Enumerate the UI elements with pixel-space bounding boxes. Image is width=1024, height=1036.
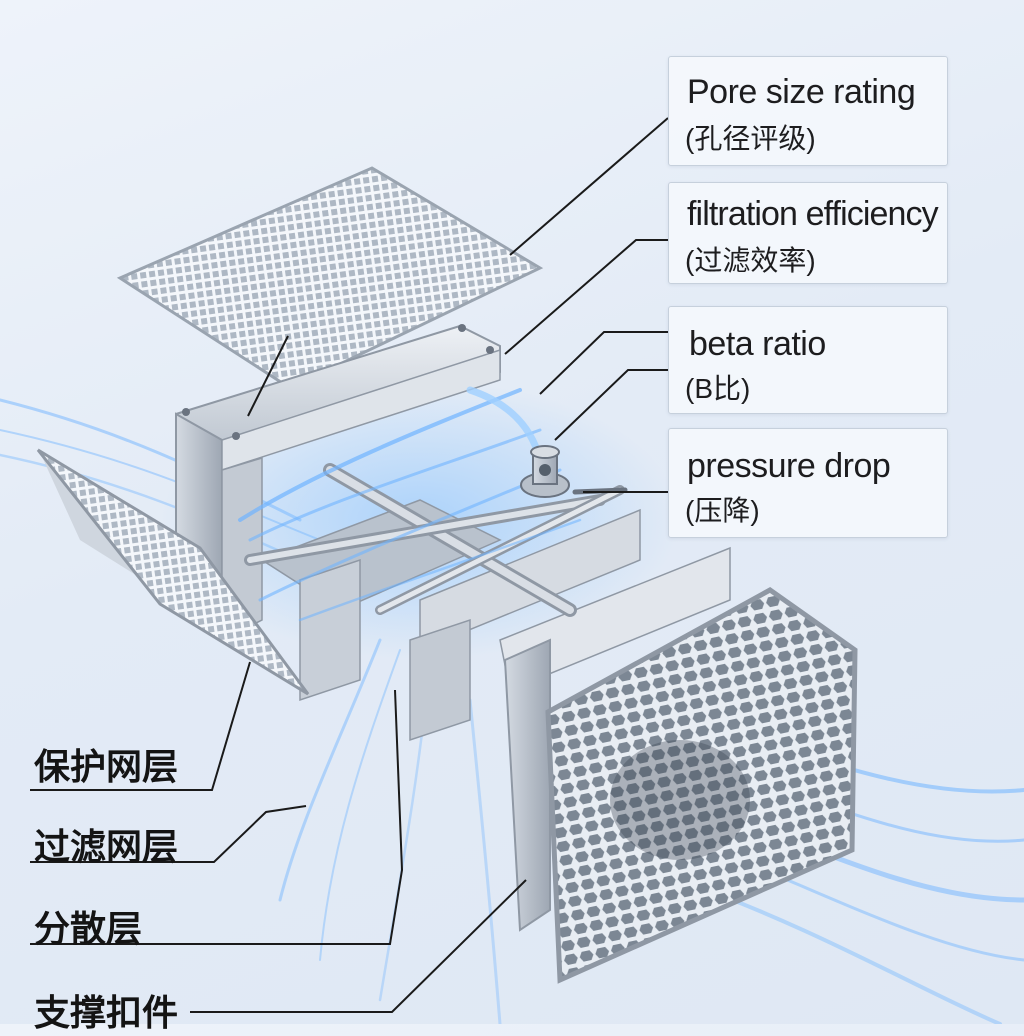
internal-pipes [238,386,625,622]
callout-subtitle: (B比) [685,373,751,404]
callout-beta-ratio: beta ratio (B比) [668,306,948,414]
layer-label-support-clip: 支撑扣件 [34,992,179,1033]
right-mesh-panel [545,587,858,984]
layer-label-dispersion-layer: 分散层 [34,908,143,949]
callout-title: beta ratio [689,325,826,363]
layer-label-filter-mesh: 过滤网层 [34,826,179,867]
callout-subtitle: (孔径评级) [685,123,816,154]
top-mesh-panel [116,166,544,390]
callout-title: filtration efficiency [687,195,939,233]
left-mesh-panel [36,448,310,696]
layer-label-protective-mesh: 保护网层 [34,746,179,787]
pressure-valve [520,445,628,498]
callout-subtitle: (压降) [685,495,760,526]
callout-title: Pore size rating [687,73,916,111]
callout-filtration-efficiency: filtration efficiency (过滤效率) [668,182,948,284]
callout-pore-size-rating: Pore size rating (孔径评级) [668,56,948,166]
callout-subtitle: (过滤效率) [685,245,816,276]
leader-lines [30,117,669,1013]
callout-title: pressure drop [687,447,891,485]
callout-pressure-drop: pressure drop (压降) [668,428,948,538]
